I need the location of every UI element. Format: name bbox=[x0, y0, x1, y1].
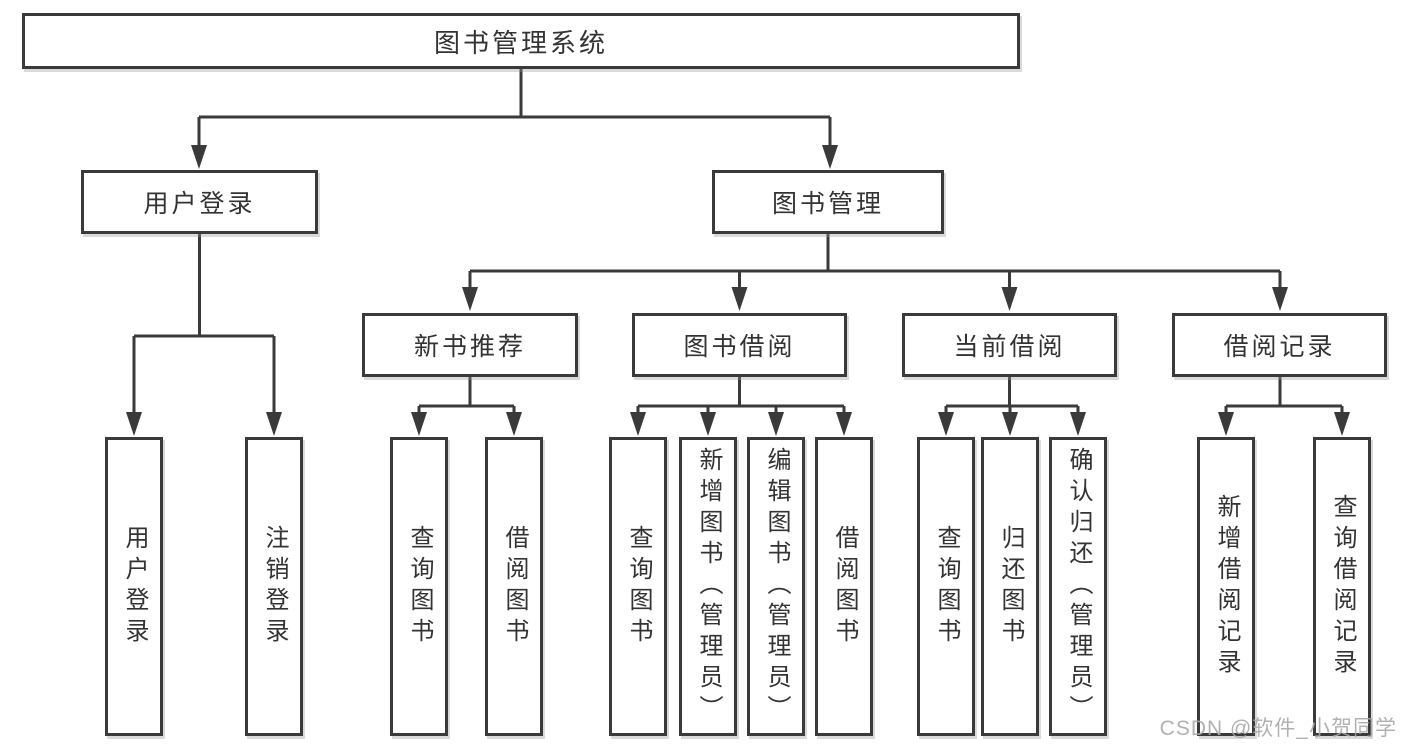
node-label: 借阅图书 bbox=[831, 524, 858, 649]
node-current-query-books: 查询图书 bbox=[917, 437, 975, 736]
node-label: 新书推荐 bbox=[413, 333, 526, 361]
node-borrow-borrow-books: 借阅图书 bbox=[815, 437, 873, 736]
node-logout-leaf: 注销登录 bbox=[245, 437, 303, 736]
node-label: 当前借阅 bbox=[953, 333, 1066, 361]
node-recommend-query-books: 查询图书 bbox=[390, 437, 448, 736]
node-label: 归还图书 bbox=[997, 524, 1024, 649]
node-borrow-query-books: 查询图书 bbox=[609, 437, 667, 736]
node-records-query-record: 查询借阅记录 bbox=[1313, 437, 1371, 736]
node-label: 注销登录 bbox=[261, 524, 288, 649]
node-label: 新增借阅记录 bbox=[1213, 493, 1240, 680]
node-label: 借阅图书 bbox=[501, 524, 528, 649]
node-label: 图书借阅 bbox=[683, 333, 796, 361]
node-label: 用户登录 bbox=[143, 190, 256, 218]
node-label: 新增图书（管理员） bbox=[695, 447, 722, 726]
node-label: 用户登录 bbox=[121, 524, 148, 649]
node-borrow-add-books-admin: 新增图书（管理员） bbox=[679, 437, 737, 736]
node-user-login: 用户登录 bbox=[81, 170, 318, 234]
node-records-add-record: 新增借阅记录 bbox=[1197, 437, 1255, 736]
node-new-book-recommend: 新书推荐 bbox=[362, 313, 578, 377]
node-current-return-books: 归还图书 bbox=[981, 437, 1039, 736]
node-label: 编辑图书（管理员） bbox=[763, 447, 790, 726]
node-borrow-records: 借阅记录 bbox=[1172, 313, 1387, 377]
node-label: 查询图书 bbox=[625, 524, 652, 649]
node-recommend-borrow-books: 借阅图书 bbox=[485, 437, 543, 736]
node-current-borrow: 当前借阅 bbox=[902, 313, 1117, 377]
node-label: 借阅记录 bbox=[1223, 333, 1336, 361]
node-label: 查询图书 bbox=[933, 524, 960, 649]
node-borrow-edit-books-admin: 编辑图书（管理员） bbox=[747, 437, 805, 736]
node-book-borrow: 图书借阅 bbox=[632, 313, 847, 377]
csdn-watermark: CSDN @软件_小贺同学 bbox=[1159, 717, 1397, 740]
node-label: 图书管理 bbox=[771, 190, 884, 218]
node-label: 确认归还（管理员） bbox=[1065, 447, 1092, 726]
node-book-management: 图书管理 bbox=[712, 170, 944, 234]
node-current-confirm-return-admin: 确认归还（管理员） bbox=[1049, 437, 1107, 736]
node-library-system: 图书管理系统 bbox=[22, 13, 1020, 69]
node-label: 查询借阅记录 bbox=[1329, 493, 1356, 680]
node-label: 查询图书 bbox=[406, 524, 433, 649]
node-label: 图书管理系统 bbox=[433, 27, 608, 58]
node-user-login-leaf: 用户登录 bbox=[105, 437, 163, 736]
